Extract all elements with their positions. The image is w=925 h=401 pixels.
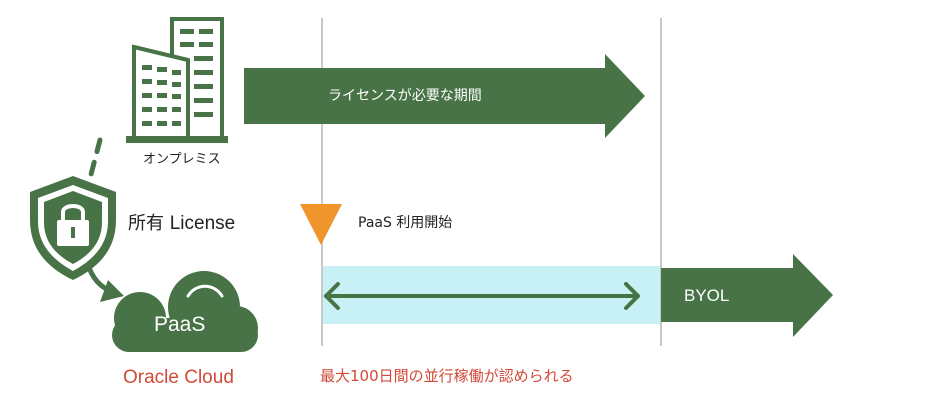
office-building-icon	[126, 17, 228, 143]
owned-license-word: License	[169, 213, 236, 234]
owned-license-prefix: 所有	[128, 213, 164, 234]
owned-license-label: 所有 License	[128, 214, 235, 233]
shield-lock-icon	[30, 176, 116, 280]
license-period-arrow	[244, 54, 645, 138]
paas-cloud-icon	[112, 271, 258, 352]
dashed-connector	[85, 137, 103, 189]
byol-label: BYOL	[684, 286, 730, 305]
paas-label: PaaS	[154, 313, 206, 336]
license-period-label: ライセンスが必要な期間	[328, 88, 482, 104]
byol-arrow	[661, 254, 833, 337]
paas-start-label: PaaS 利用開始	[358, 215, 453, 231]
parallel-double-arrow	[324, 282, 640, 310]
oracle-cloud-label: Oracle Cloud	[123, 367, 234, 388]
parallel-operation-label: 最大100日間の並行稼働が認められる	[320, 367, 574, 385]
on-premises-label: オンプレミス	[143, 152, 221, 167]
paas-start-marker-icon	[300, 204, 342, 245]
